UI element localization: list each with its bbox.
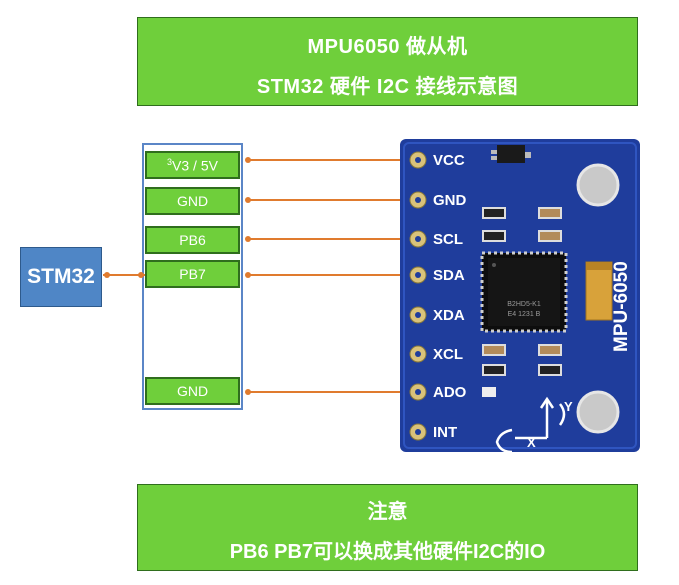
wire-dot xyxy=(245,236,251,242)
note-title: 注意 xyxy=(367,501,408,523)
module-pin-xda: XDA xyxy=(433,307,465,324)
smd-components xyxy=(482,207,562,397)
pin-pb6: PB6 xyxy=(145,226,240,254)
module-pin-int: INT xyxy=(433,424,457,441)
module-pin-sda: SDA xyxy=(433,267,465,284)
title-line-2: STM32 硬件 I2C 接线示意图 xyxy=(256,76,519,98)
axis-x-label: X xyxy=(527,435,536,450)
module-pin-gnd: GND xyxy=(433,192,467,209)
wire-dot xyxy=(138,272,144,278)
module-pin-vcc: VCC xyxy=(433,152,465,169)
wires xyxy=(103,157,414,395)
title-line-1: MPU6050 做从机 xyxy=(307,36,468,58)
pin-gnd-top: GND xyxy=(145,187,240,215)
stm32-block: STM32 xyxy=(20,247,102,307)
tantalum-capacitor xyxy=(585,261,613,321)
pin-label: V3 / 5V xyxy=(172,157,218,174)
module-pin-scl: SCL xyxy=(433,231,463,248)
pin-pb7: PB7 xyxy=(145,260,240,288)
note-text: PB6 PB7可以换成其他硬件I2C的IO xyxy=(229,541,546,563)
axis-icon xyxy=(495,396,566,454)
pin-label-sup: 3 xyxy=(167,156,173,167)
module-pin-ado: ADO xyxy=(433,384,467,401)
module-name: MPU-6050 xyxy=(611,261,632,352)
wire-dot xyxy=(245,197,251,203)
pin-3v3-5v: 3V3 / 5V xyxy=(145,151,240,179)
mpu6050-chip: B2HD5-K1 E4 1231 B xyxy=(480,251,568,333)
module-pin-xcl: XCL xyxy=(433,346,463,363)
axis-y-label: Y xyxy=(564,399,573,414)
regulator-chip xyxy=(491,145,531,163)
note-banner: 注意 PB6 PB7可以换成其他硬件I2C的IO xyxy=(137,484,638,571)
chip-marking-2: E4 1231 B xyxy=(508,311,541,318)
wire-dot xyxy=(245,389,251,395)
pin-gnd-bottom: GND xyxy=(145,377,240,405)
title-banner: MPU6050 做从机 STM32 硬件 I2C 接线示意图 xyxy=(137,17,638,106)
chip-marking-1: B2HD5-K1 xyxy=(507,301,541,308)
mounting-hole-top xyxy=(576,163,620,207)
mounting-hole-bottom xyxy=(576,390,620,434)
wire-dot xyxy=(245,157,251,163)
wire-dot xyxy=(245,272,251,278)
mpu6050-board: VCC GND SCL SDA XDA XCL ADO INT xyxy=(400,139,640,454)
wire-dot xyxy=(104,272,110,278)
